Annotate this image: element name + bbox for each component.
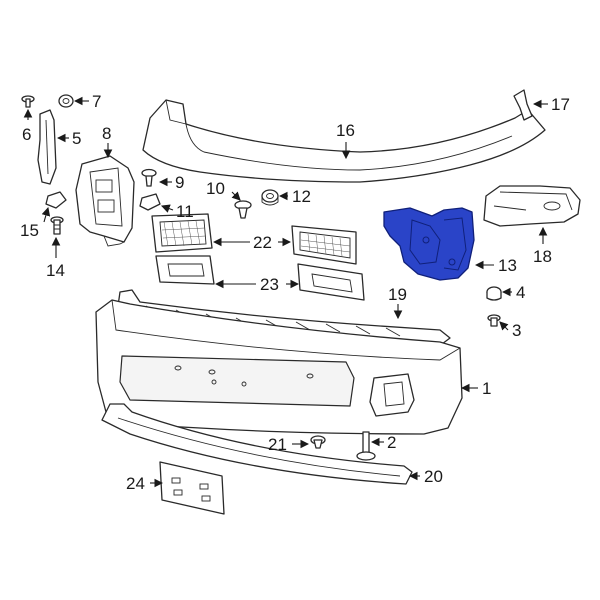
highlighted-bracket-part-13 <box>383 207 475 281</box>
callout-13: 13 <box>498 256 517 275</box>
bezel-part-23-right <box>297 263 365 301</box>
callout-20: 20 <box>424 467 443 486</box>
callout-16: 16 <box>336 121 355 140</box>
callout-8: 8 <box>102 124 111 143</box>
callout-2: 2 <box>387 433 396 452</box>
callout-14: 14 <box>46 261 65 280</box>
stud-bolt-part-2 <box>356 431 376 461</box>
leader-lines <box>23 96 548 488</box>
callout-10: 10 <box>206 179 225 198</box>
callout-22: 22 <box>253 233 272 252</box>
bracket-part-17 <box>513 89 533 121</box>
callout-11: 11 <box>176 202 194 221</box>
push-pin-part-10 <box>234 200 252 219</box>
callout-15: 15 <box>20 221 39 240</box>
lower-valance-part-20 <box>101 403 413 485</box>
callout-12: 12 <box>292 187 311 206</box>
grille-insert-part-22-left <box>151 213 213 253</box>
air-deflector-part-18 <box>483 185 581 227</box>
bolt-part-14 <box>50 216 64 235</box>
callout-5: 5 <box>72 129 81 148</box>
push-pin-part-9 <box>141 168 157 187</box>
callout-18: 18 <box>533 247 552 266</box>
callout-9: 9 <box>175 173 184 192</box>
front-bumper-part-1 <box>95 299 463 435</box>
push-pin-part-21 <box>310 435 326 449</box>
bezel-part-23-left <box>155 255 215 285</box>
side-bracket-part-5 <box>37 109 57 185</box>
callout-24: 24 <box>126 474 145 493</box>
clip-part-11 <box>139 193 161 211</box>
license-bracket-part-24 <box>159 461 225 515</box>
callout-19: 19 <box>388 285 407 304</box>
pin-fastener-part-6 <box>21 95 35 108</box>
callout-17: 17 <box>551 95 570 114</box>
callout-23: 23 <box>260 275 279 294</box>
upper-bumper-cover-part-16 <box>142 99 546 183</box>
callout-4: 4 <box>516 283 525 302</box>
grille-insert-part-22-right <box>291 225 357 265</box>
callout-6: 6 <box>22 125 31 144</box>
callout-3: 3 <box>512 321 521 340</box>
clip-part-15 <box>45 191 67 209</box>
mounting-bracket-part-8 <box>75 155 135 247</box>
nut-part-7 <box>58 94 74 108</box>
callout-labels: 1 2 3 4 5 6 7 8 9 10 11 12 13 14 15 16 1… <box>20 92 570 493</box>
nut-part-12 <box>261 189 279 206</box>
nut-part-4 <box>486 286 502 301</box>
callout-21: 21 <box>268 435 287 454</box>
callout-7: 7 <box>92 92 101 111</box>
bolt-part-3 <box>487 314 501 327</box>
callout-1: 1 <box>482 379 491 398</box>
